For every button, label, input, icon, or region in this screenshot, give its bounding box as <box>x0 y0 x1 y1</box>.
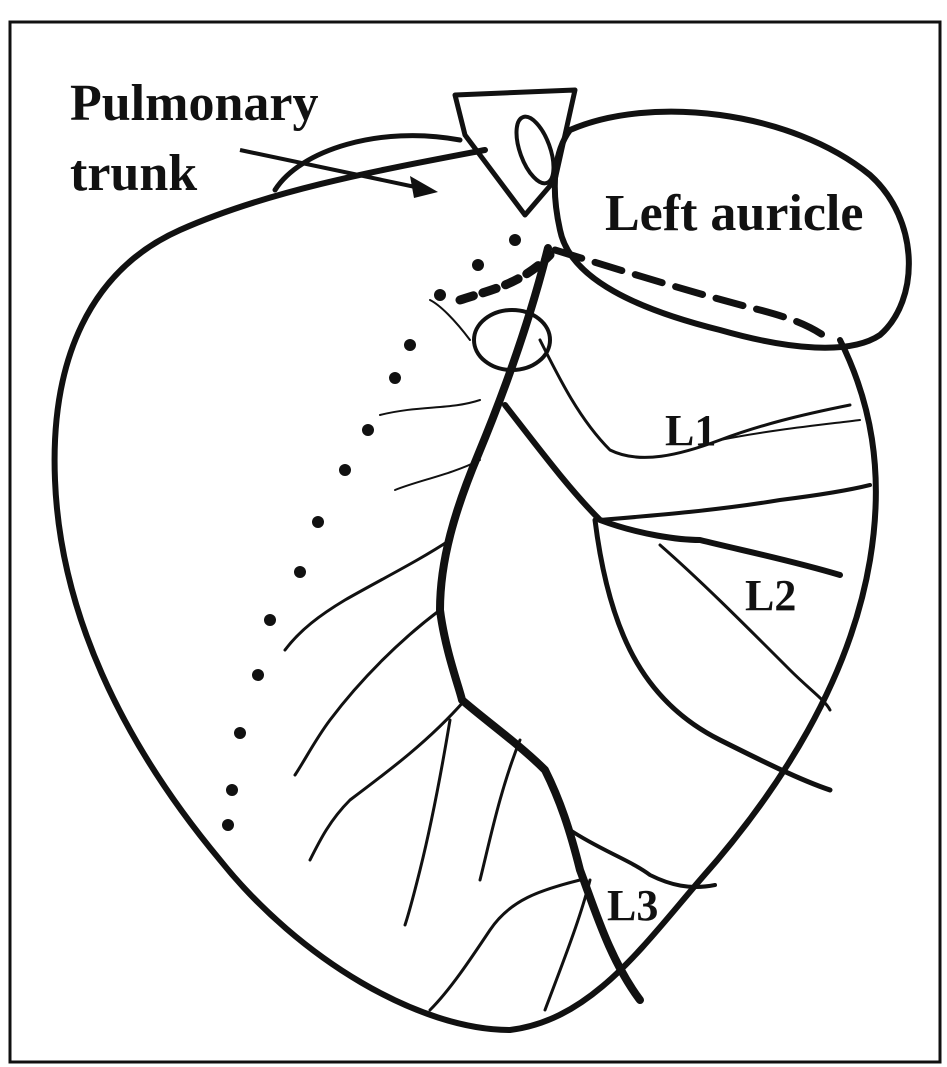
pulmonary-trunk-arrow <box>240 150 438 198</box>
pulmonary-trunk-label-line1: Pulmonary <box>70 75 318 132</box>
left-branch-3 <box>285 540 450 650</box>
l2-label: L2 <box>745 571 796 620</box>
pulmonary-trunk-label-line2: trunk <box>70 145 197 202</box>
dotted-interventricular-line <box>222 234 521 831</box>
l3-label: L3 <box>607 881 658 930</box>
left-branch-8 <box>480 740 520 880</box>
left-branch-1 <box>295 610 440 775</box>
left-branch-5 <box>380 400 480 415</box>
l3-branch <box>570 830 715 887</box>
dashed-line-auricle <box>555 250 830 340</box>
left-branch-2 <box>310 700 465 860</box>
circumflex-branch-upper <box>600 485 870 520</box>
left-branch-6 <box>430 300 470 340</box>
l1-label: L1 <box>665 406 716 455</box>
l2-branch-side <box>660 545 830 710</box>
left-auricle-label: Left auricle <box>605 185 863 242</box>
l3-branch-left <box>430 880 580 1010</box>
l3-branch-down <box>545 880 590 1010</box>
l1-branch-tail <box>720 420 860 440</box>
